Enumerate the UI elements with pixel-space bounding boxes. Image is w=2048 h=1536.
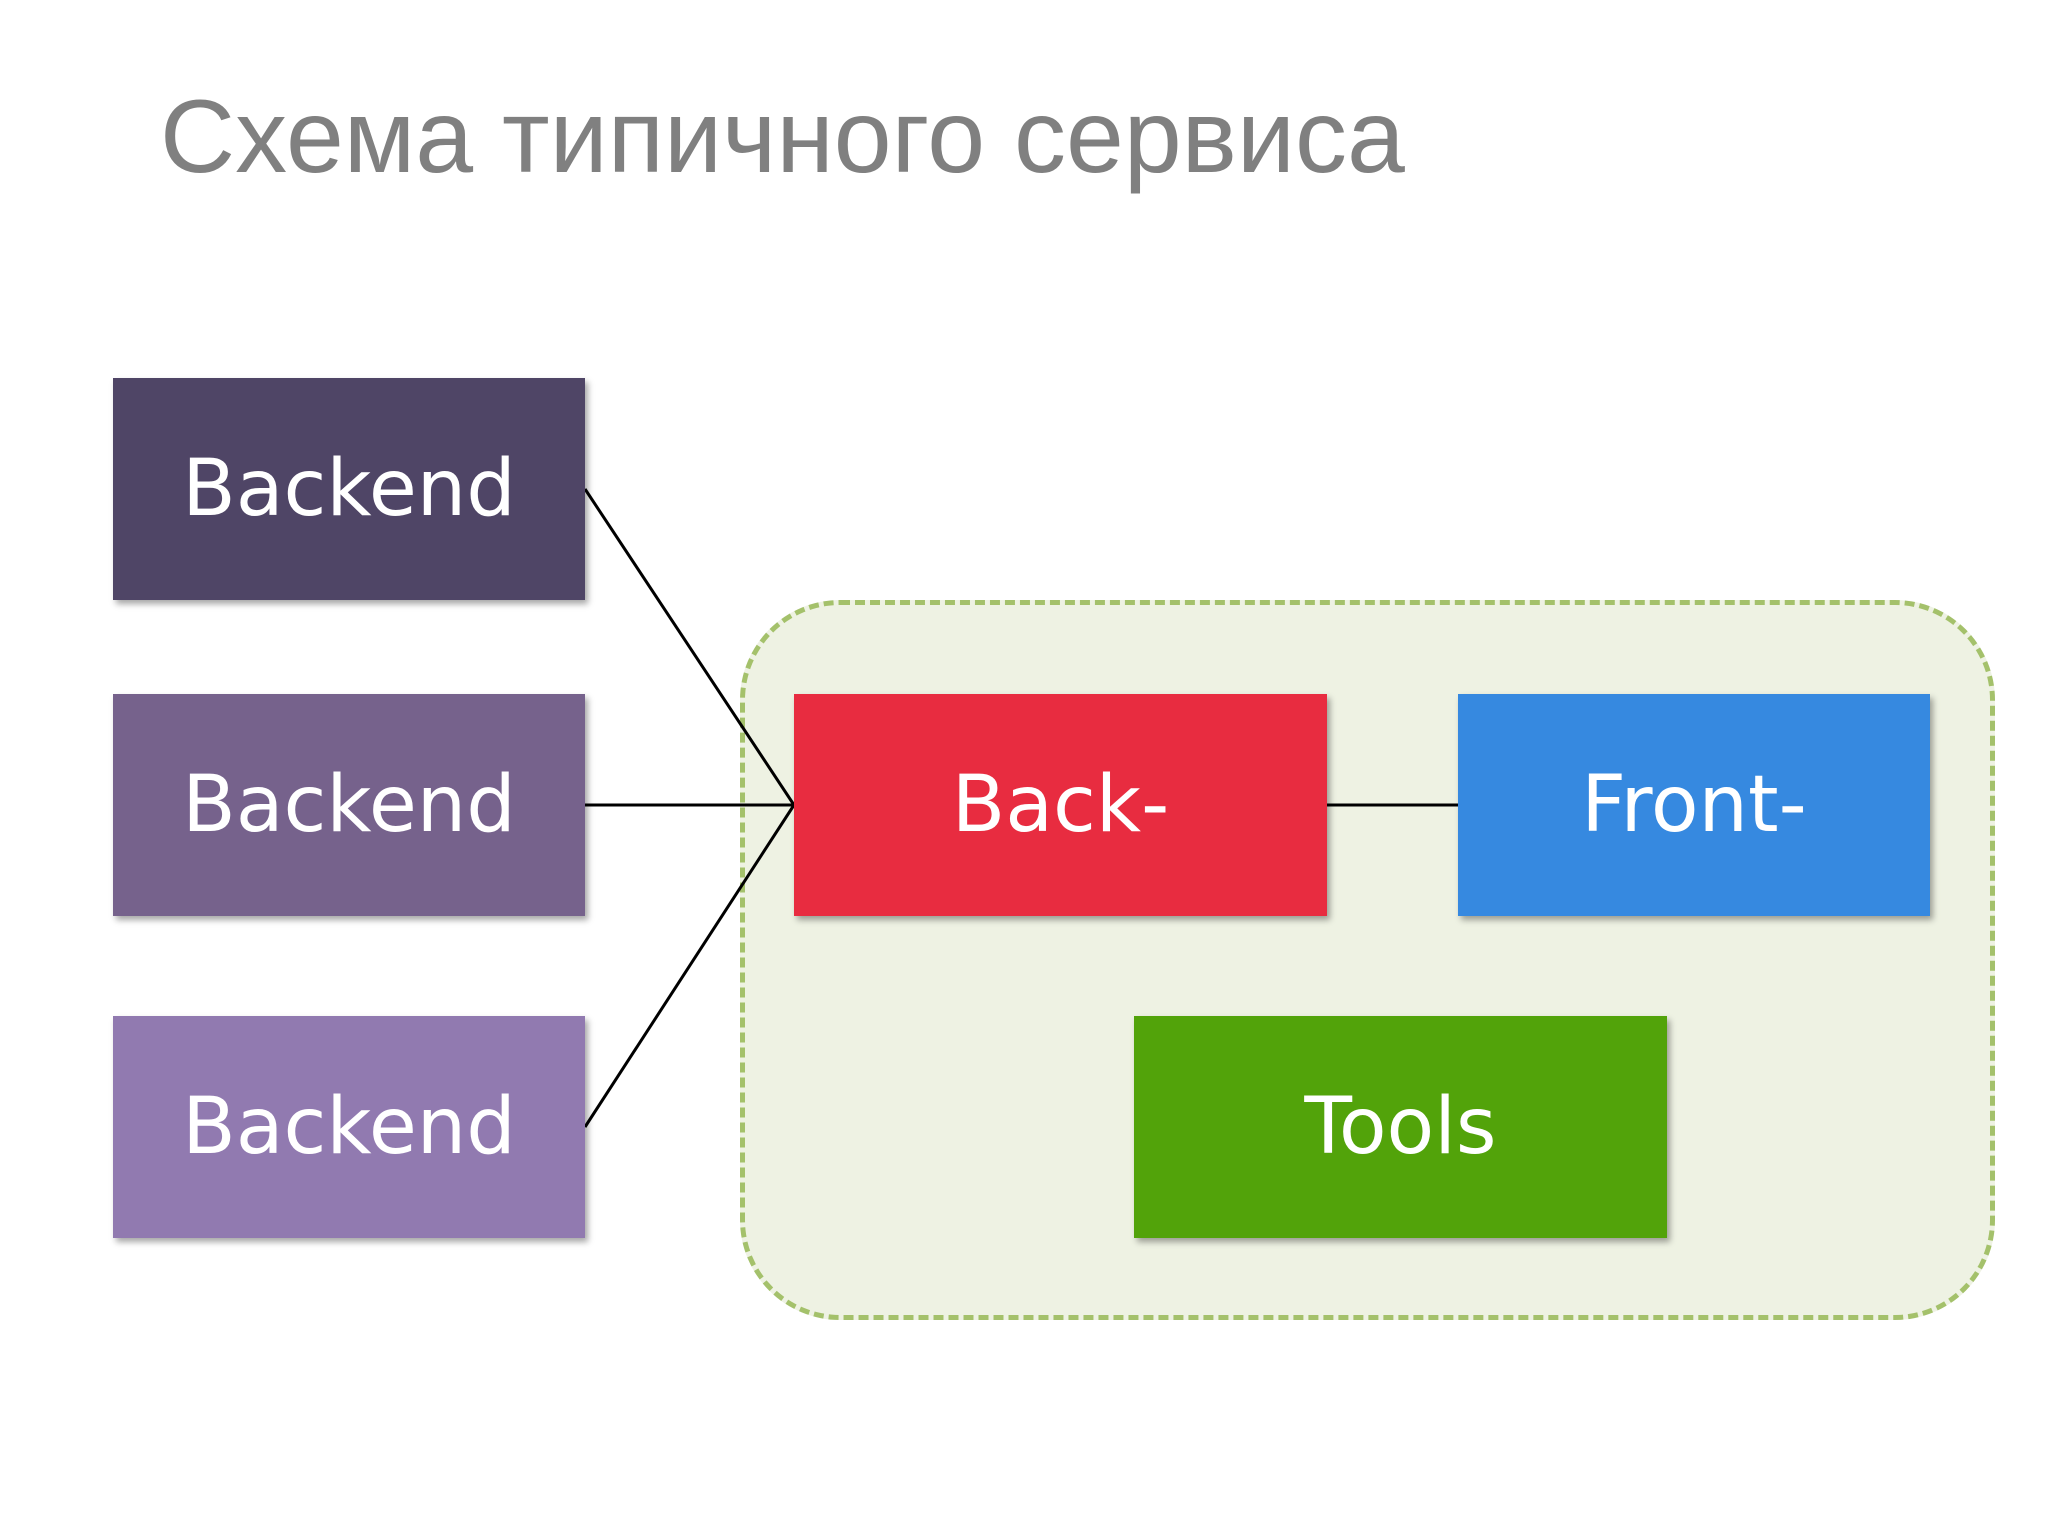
backend-box-3: Backend	[113, 1016, 585, 1238]
front-box: Front-	[1458, 694, 1930, 916]
tools-box-label: Tools	[1304, 1082, 1497, 1172]
tools-box: Tools	[1134, 1016, 1667, 1238]
back-box-label: Back-	[951, 760, 1170, 850]
backend-box-2: Backend	[113, 694, 585, 916]
slide-title: Схема типичного сервиса	[160, 79, 1405, 195]
backend-box-3-label: Backend	[182, 1082, 516, 1172]
front-box-label: Front-	[1581, 760, 1807, 850]
back-box: Back-	[794, 694, 1327, 916]
backend-box-1: Backend	[113, 378, 585, 600]
backend-box-1-label: Backend	[182, 444, 516, 534]
backend-box-2-label: Backend	[182, 760, 516, 850]
